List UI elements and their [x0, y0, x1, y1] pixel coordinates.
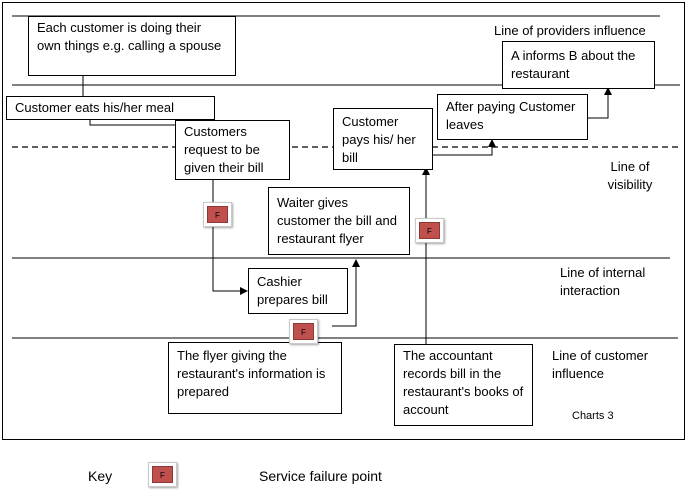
key-failure-point-letter: F: [152, 466, 173, 483]
box-waiter-gives: Waiter gives customer the bill and resta…: [268, 187, 410, 255]
label-line-of-customer-influence: Line of customer influence: [552, 348, 649, 381]
failure-point-letter: F: [293, 323, 314, 340]
box-after-paying: After paying Customer leaves: [437, 94, 588, 140]
label-line-of-internal-interaction: Line of internal interaction: [560, 265, 646, 298]
connector-after-to-ainforms: [588, 87, 612, 119]
label-line-of-providers-influence: Line of providers influence: [494, 23, 646, 38]
key-description: Service failure point: [259, 468, 382, 484]
box-cashier: Cashier prepares bill: [248, 268, 348, 314]
failure-point-letter: F: [419, 222, 440, 239]
chart-caption: Charts 3: [572, 410, 614, 422]
box-each-customer: Each customer is doing their own things …: [28, 16, 236, 76]
box-request-bill: Customers request to be given their bill: [175, 120, 290, 180]
box-a-informs-b: A informs B about the restaurant: [502, 41, 655, 89]
label-line-of-visibility: Line of visibility: [607, 159, 653, 192]
key-label: Key: [88, 468, 113, 484]
diagram-frame: [2, 2, 685, 440]
box-flyer-prepared: The flyer giving the restaurant's inform…: [168, 342, 342, 414]
box-customer-eats-meal: Customer eats his/her meal: [6, 96, 215, 120]
failure-point-icon: F: [289, 319, 318, 344]
box-customer-pays: Customer pays his/ her bill: [333, 108, 433, 170]
connector-cashier-to-waiter: [332, 259, 360, 327]
key-failure-point-icon: F: [148, 462, 177, 487]
failure-point-letter: F: [207, 206, 228, 223]
failure-point-icon: F: [203, 202, 232, 227]
failure-point-icon: F: [415, 218, 444, 243]
connector-request-to-cashier: [212, 180, 248, 295]
box-accountant: The accountant records bill in the resta…: [394, 344, 533, 426]
connector-pays-to-after: [432, 139, 496, 156]
